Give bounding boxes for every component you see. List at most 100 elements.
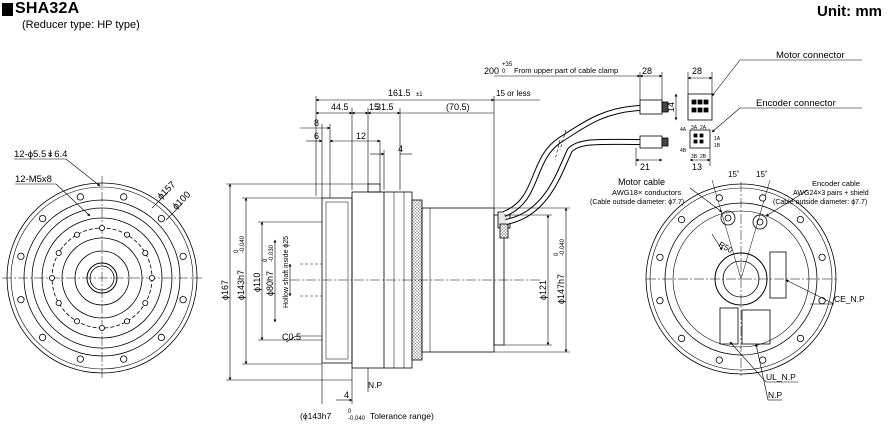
left-tap-hole bbox=[74, 318, 81, 325]
left-outer-hole bbox=[17, 252, 25, 260]
dim-13: 13 bbox=[692, 162, 702, 172]
dim-28b: 28 bbox=[692, 66, 702, 76]
left-view-labels: 12-ϕ5.5↡6.4 12-M5x8 ϕ157 ϕ100 bbox=[14, 149, 193, 221]
connector-dimensions bbox=[494, 59, 862, 166]
dim-44-5: 44.5 bbox=[331, 102, 349, 112]
tol-80-0: 0 bbox=[263, 258, 269, 262]
unit-label: Unit: mm bbox=[817, 3, 882, 20]
connector-text: 200 +35 0 From upper part of cable clamp… bbox=[484, 50, 845, 172]
dim-12: 12 bbox=[356, 131, 366, 141]
side-view bbox=[290, 183, 540, 369]
right-outer-hole bbox=[656, 253, 664, 261]
motor-cable-gland bbox=[720, 210, 736, 226]
dim-4-top: 4 bbox=[398, 144, 403, 154]
encoder-connector-side bbox=[639, 135, 663, 149]
tol-200-plus: +35 bbox=[502, 62, 513, 68]
ul-np-label: UL_N.P bbox=[766, 372, 796, 382]
encoder-connector-label: Encoder connector bbox=[756, 98, 836, 109]
ul-np-plate bbox=[719, 307, 739, 345]
chamfer-label: C0.5 bbox=[282, 332, 301, 342]
motor-connector-label: Motor connector bbox=[776, 50, 845, 61]
left-outer-hole bbox=[76, 193, 84, 201]
dim-hollow: Hollow shaft inside ϕ25 bbox=[283, 236, 290, 308]
right-outer-hole bbox=[656, 297, 664, 305]
flange-step bbox=[367, 183, 381, 193]
pin-3a: 3A bbox=[691, 125, 698, 131]
right-outer-hole bbox=[759, 194, 767, 202]
pin-4a: 4A bbox=[680, 127, 687, 133]
tol-note-040: -0.040 bbox=[348, 416, 366, 422]
angle-b: 15˚ bbox=[756, 170, 768, 179]
left-tap-hole bbox=[55, 299, 62, 306]
dim-6: 6 bbox=[314, 131, 319, 141]
dim-70-5: (70.5) bbox=[446, 102, 470, 112]
left-outer-hole bbox=[179, 252, 187, 260]
motor-cable-dia: (Cable outside diameter: ϕ7.7) bbox=[590, 199, 684, 206]
left-tap-hole bbox=[142, 249, 149, 256]
encoder-cable-gland bbox=[752, 214, 768, 230]
ce-np-label: CE_N.P bbox=[834, 294, 865, 304]
right-outer-hole bbox=[715, 356, 723, 364]
right-outer-hole bbox=[818, 253, 826, 261]
angle-a: 15˚ bbox=[728, 170, 740, 179]
right-leaders bbox=[689, 187, 835, 401]
left-tap-hole bbox=[148, 274, 155, 281]
encoder-connector-face bbox=[689, 129, 711, 149]
page-subtitle: (Reducer type: HP type) bbox=[22, 19, 140, 31]
dim-8: 8 bbox=[314, 118, 319, 128]
dia-100-label: ϕ100 bbox=[170, 189, 193, 212]
title-block: SHA32A bbox=[2, 0, 79, 18]
output-flange bbox=[321, 197, 353, 364]
dim-121: ϕ121 bbox=[538, 280, 548, 300]
right-outer-hole bbox=[796, 216, 805, 224]
dim-80h7: ϕ80h7 bbox=[265, 271, 275, 296]
dim-15-or-less: 15 or less bbox=[496, 89, 531, 98]
tol-147-0: 0 bbox=[554, 252, 560, 256]
dim-147h7: ϕ147h7 bbox=[556, 274, 566, 304]
left-tap-hole bbox=[124, 231, 131, 238]
left-tap-hole bbox=[49, 274, 56, 281]
tol-147-040: -0.040 bbox=[560, 238, 566, 256]
pin-1b: 1B bbox=[714, 143, 721, 149]
tol-161-5: ±1 bbox=[416, 92, 423, 98]
dim-15a: 15 bbox=[369, 102, 379, 112]
left-outer-hole bbox=[157, 333, 165, 341]
pin-4b: 4B bbox=[680, 148, 687, 154]
tolerance-note: (ϕ143h7 bbox=[300, 411, 332, 421]
right-outer-hole bbox=[677, 334, 686, 342]
r50-label: R50 bbox=[717, 240, 735, 255]
right-outer-hole bbox=[759, 356, 767, 364]
tolerance-note-end: Tolerance range) bbox=[370, 411, 434, 421]
title-square-marker bbox=[2, 2, 13, 16]
side-dimensions bbox=[226, 96, 570, 404]
left-outer-hole bbox=[38, 333, 47, 341]
left-tap-hole bbox=[99, 224, 106, 231]
right-outer-hole bbox=[818, 297, 826, 305]
left-tap-hole bbox=[142, 299, 149, 306]
motor-cable-label: Motor cable bbox=[618, 177, 665, 187]
np-label-right: N.P bbox=[768, 390, 783, 400]
dim-14: 14 bbox=[666, 102, 676, 112]
left-outer-hole bbox=[38, 215, 47, 223]
dim-28a: 28 bbox=[642, 66, 652, 76]
side-dimension-text: 161.5 ±1 44.5 15 31.5 (70.5) 15 or less … bbox=[220, 88, 566, 422]
left-outer-hole bbox=[120, 355, 128, 363]
main-np-plate bbox=[741, 309, 771, 345]
pin-3b: 3B bbox=[691, 154, 698, 160]
encoder-cable-dia: (Cable outside diameter: ϕ7.7) bbox=[773, 199, 867, 206]
left-outer-hole bbox=[120, 193, 128, 201]
right-outer-holes bbox=[656, 194, 826, 364]
left-outer-hole bbox=[17, 296, 25, 304]
right-rear-view bbox=[645, 179, 837, 376]
dim-4-bottom: 4 bbox=[344, 390, 349, 400]
left-outer-hole bbox=[179, 296, 187, 304]
cables bbox=[502, 105, 641, 225]
motor-connector-face bbox=[687, 93, 713, 121]
holes-b-label: 12-M5x8 bbox=[15, 174, 52, 185]
from-clamp-label: From upper part of cable clamp bbox=[514, 66, 618, 75]
dim-110: ϕ110 bbox=[252, 273, 262, 292]
motor-cable-spec: AWG18× conductors bbox=[612, 188, 681, 197]
encoder-cable-spec: AWG24×3 pairs + shield bbox=[793, 190, 869, 197]
tol-note-0: 0 bbox=[348, 409, 352, 415]
